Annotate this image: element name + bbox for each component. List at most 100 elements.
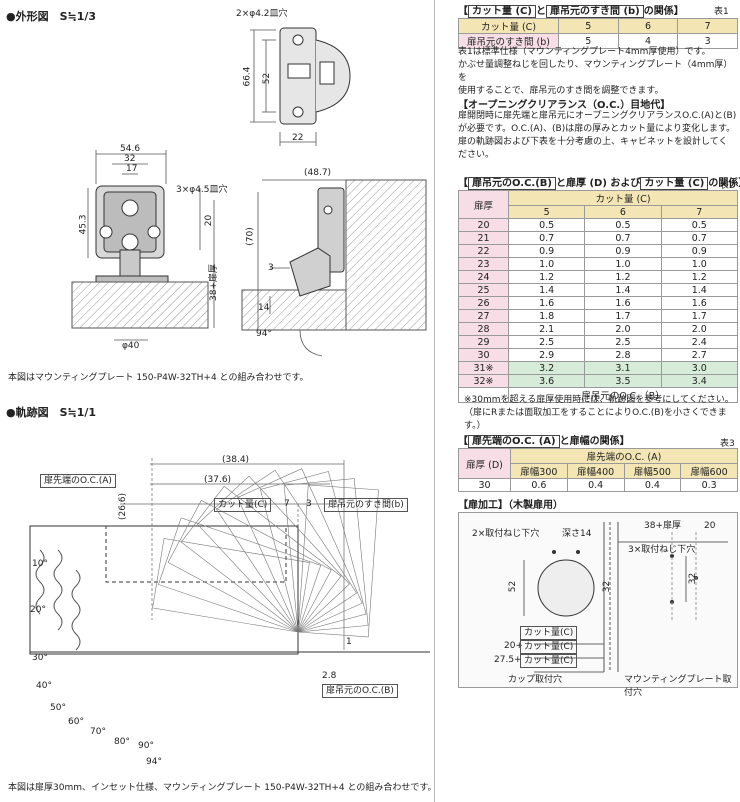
traj-384: (38.4) [222,455,250,465]
row-thickness: 20 [458,218,509,232]
swing-position [152,538,310,633]
row-value: 1.6 [660,296,739,310]
traj-3: 3 [306,499,312,509]
row-value: 0.9 [584,244,662,258]
door-outline [29,525,299,655]
proc-38: 38+扉厚 [644,521,681,531]
oc-title: 【オープニングクリアランス（O.C.）目地代】 [458,100,671,111]
proc-52: 52 [508,580,519,593]
row-value: 2.4 [660,335,739,349]
trajectory-drawing [29,458,430,655]
dim-546: 54.6 [120,144,141,154]
dim-94: 94° [256,329,272,339]
cabinet-section-hatch [71,281,209,329]
table1: カット量 (C) 5 6 7 扉吊元のすき間 (b) 5 4 3 [458,18,738,49]
row-thickness: 28 [458,322,509,336]
row-thickness: 24 [458,270,509,284]
row-thickness: 27 [458,309,509,323]
dim-52: 52 [262,72,273,85]
row-value: 3.2 [507,361,586,375]
swing-position [180,485,342,633]
dim-hole3: 3×φ4.5皿穴 [176,185,228,195]
row-value: 1.2 [507,270,586,284]
row-value: 1.4 [660,283,739,297]
dim-17: 17 [126,164,138,174]
proc-depth: 深さ14 [562,529,592,539]
dim-20: 20 [204,214,215,227]
row-thickness: 29 [458,335,509,349]
dim-487: (48.7) [304,168,332,178]
traj-28: 2.8 [322,671,337,681]
row-value: 1.6 [507,296,586,310]
row-value: 0.5 [507,218,586,232]
row-value: 1.7 [584,309,662,323]
proc-drawing [523,522,728,673]
row-value: 2.5 [584,335,662,349]
table3-title: 【扉先端のO.C. (A)と扉幅の関係】 [458,435,630,448]
row-value: 1.2 [660,270,739,284]
proc-275: 27.5+ [494,655,522,665]
oc-notes: 扉開閉時に扉先端と扉吊元にオープニングクリアランスO.C.(A)と(B) が必要… [458,111,737,160]
dim-hole2: 2×φ4.2皿穴 [236,9,288,19]
row-value: 1.0 [584,257,662,271]
row-value: 2.0 [584,322,662,336]
proc-32b: 32 [688,572,699,585]
row-value: 2.9 [507,348,586,362]
angle-60: 60° [68,717,84,727]
proc-title: 【扉加工】（木製扉用） [458,500,563,511]
angle-20: 20° [30,605,46,615]
dim-thick: 38+扉厚 [209,264,219,301]
door-swing-lines [152,468,379,638]
proc-cut3: カット量(C) [520,654,578,668]
dim-22: 22 [292,133,304,143]
row-value: 1.4 [584,283,662,297]
exterior-title: ●外形図 S≒1/3 [6,10,97,23]
row-value: 3.4 [660,374,739,388]
table2-notes: ※30mmを超える扉厚使用時には、軌跡図を参考にしてください。 （扉にRまたは面… [464,395,734,431]
column-divider [434,0,435,802]
angle-10: 10° [32,559,48,569]
t2-col-header: 扉厚 [458,190,509,219]
door-hatch [241,289,347,331]
hinge-side-view [289,187,345,297]
row-value: 1.2 [584,270,662,284]
row-thickness: 26 [458,296,509,310]
row-value: 1.8 [507,309,586,323]
side-panel-hatch [345,179,427,331]
row-value: 1.4 [507,283,586,297]
t1-title-cut: カット量 (C) [468,5,536,18]
swing-position [158,517,322,633]
swing-position [167,499,332,633]
trajectory-title: ●軌跡図 S≒1/1 [6,406,97,419]
row-value: 0.7 [507,231,586,245]
traj-266: (26.6) [118,492,129,521]
oc-a-label: 扉先端のO.C.(A) [40,474,116,488]
t2-footer: 扉吊元のO.C.（B） [508,387,738,403]
table3: 扉厚 (D) 扉先端のO.C. (A) 扉幅300 扉幅400 扉幅500 扉幅… [458,448,738,492]
swing-position [197,475,350,633]
row-thickness: 21 [458,231,509,245]
row-value: 2.7 [660,348,739,362]
mounting-plate-top-view [279,27,351,125]
row-value: 0.9 [507,244,586,258]
dim-32: 32 [124,154,136,164]
row-value: 3.6 [507,374,586,388]
proc-32: 32 [602,580,613,593]
dim-3: 3 [268,263,274,273]
row-value: 0.7 [584,231,662,245]
dim-453: 45.3 [78,214,89,235]
row-value: 1.0 [507,257,586,271]
proc-cap-right: マウンティングプレート取付穴 [624,675,732,698]
